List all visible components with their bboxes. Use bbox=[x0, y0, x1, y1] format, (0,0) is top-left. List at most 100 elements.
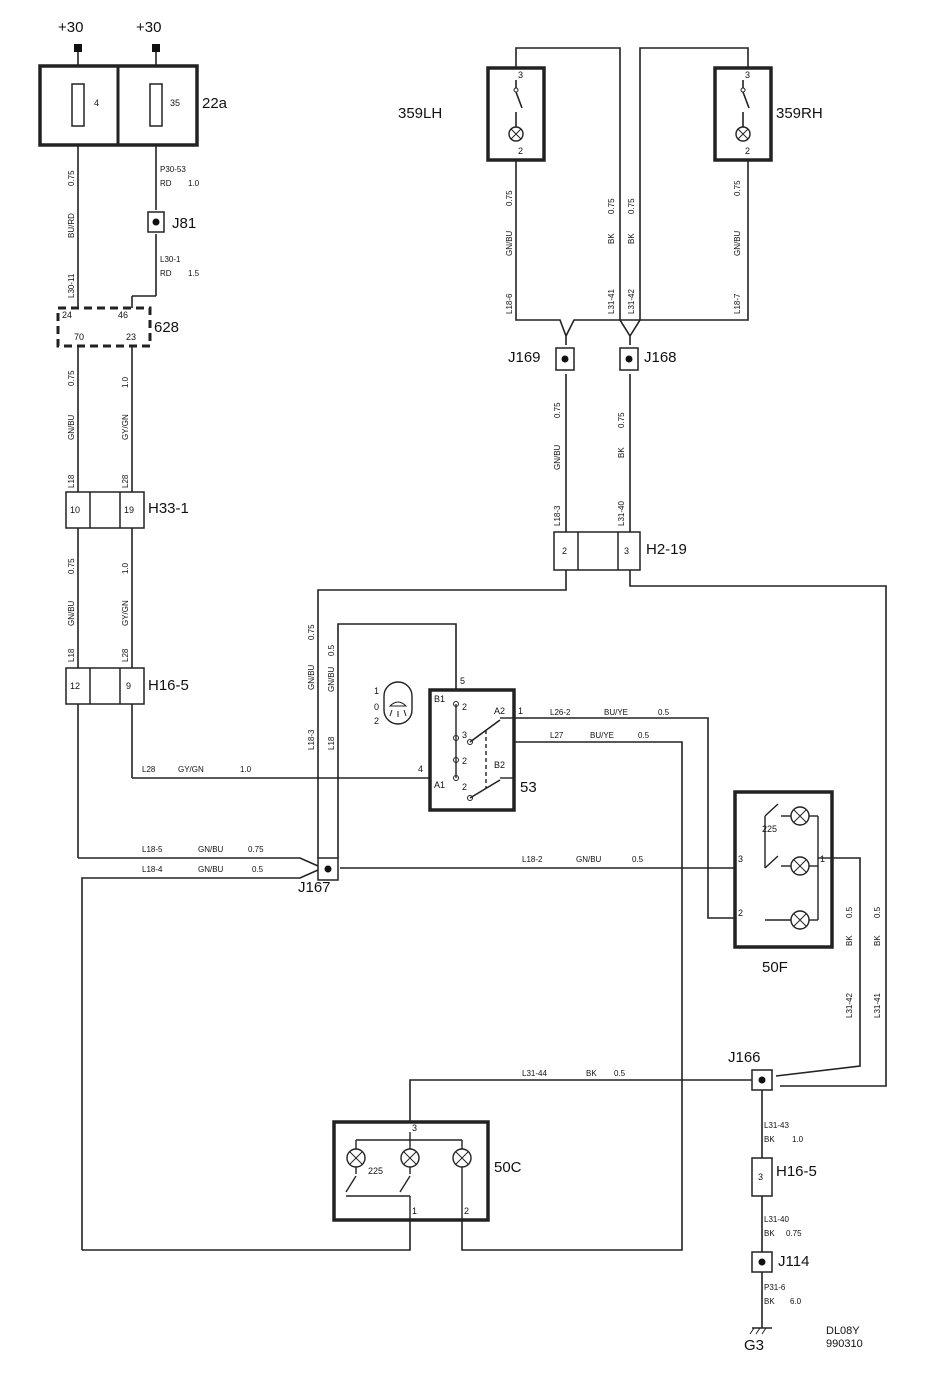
switch-53: 1 0 2 2 3 2 2 5 1 4 B1 A2 B2 A1 53 bbox=[374, 676, 537, 812]
wire-label: L18-4 bbox=[142, 865, 163, 874]
svg-text:B2: B2 bbox=[494, 760, 505, 770]
wire-label: 0.75 bbox=[505, 190, 514, 206]
svg-text:A1: A1 bbox=[434, 780, 445, 790]
junction-j114: J114 bbox=[751, 1251, 809, 1273]
wire-label: 0.5 bbox=[614, 1069, 626, 1078]
svg-text:2: 2 bbox=[738, 908, 743, 918]
svg-text:J81: J81 bbox=[172, 215, 196, 232]
wire-label: 1.0 bbox=[188, 179, 200, 188]
wire-label: L18-3 bbox=[307, 729, 316, 750]
svg-text:G3: G3 bbox=[744, 1337, 764, 1354]
wire-label: 0.75 bbox=[67, 370, 76, 386]
svg-text:19: 19 bbox=[124, 505, 134, 515]
wire-label: GN/BU bbox=[198, 845, 224, 854]
light-switch-icon bbox=[383, 681, 413, 725]
svg-text:3: 3 bbox=[758, 1172, 763, 1182]
fuse-35-icon bbox=[149, 83, 163, 127]
svg-text:J114: J114 bbox=[778, 1253, 809, 1270]
wire-label: GN/BU bbox=[67, 600, 76, 626]
svg-text:3: 3 bbox=[462, 730, 467, 740]
svg-text:0: 0 bbox=[374, 702, 379, 712]
wire-label: GN/BU bbox=[327, 666, 336, 692]
svg-text:1: 1 bbox=[518, 706, 523, 716]
wire-label: L18-7 bbox=[733, 293, 742, 314]
fuse-4-label: 4 bbox=[94, 98, 99, 108]
svg-text:2: 2 bbox=[462, 702, 467, 712]
wire-label: GN/BU bbox=[576, 855, 602, 864]
svg-text:2: 2 bbox=[374, 716, 379, 726]
wire-label: BK bbox=[764, 1135, 775, 1144]
svg-text:50C: 50C bbox=[494, 1159, 522, 1176]
wire-label: BK bbox=[607, 233, 616, 244]
svg-text:3: 3 bbox=[624, 546, 629, 556]
wire-label: L31-41 bbox=[873, 993, 882, 1018]
svg-text:2: 2 bbox=[745, 146, 750, 156]
wire-label: GN/BU bbox=[67, 414, 76, 440]
svg-text:359RH: 359RH bbox=[776, 105, 823, 122]
wire-label: L26-2 bbox=[550, 708, 571, 717]
wire-label: GN/BU bbox=[307, 664, 316, 690]
wire-label: L27 bbox=[550, 731, 564, 740]
junction-j168: J168 bbox=[619, 347, 677, 371]
svg-text:J169: J169 bbox=[508, 349, 541, 366]
wire-label: L31-40 bbox=[617, 501, 626, 526]
svg-text:1: 1 bbox=[412, 1206, 417, 1216]
wire-label: BU/RD bbox=[67, 213, 76, 238]
wire-label: BK bbox=[627, 233, 636, 244]
svg-text:3: 3 bbox=[518, 70, 523, 80]
wire-label: L31-42 bbox=[845, 993, 854, 1018]
wire-label: GN/BU bbox=[505, 230, 514, 256]
svg-text:10: 10 bbox=[70, 505, 80, 515]
svg-text:H16-5: H16-5 bbox=[776, 1163, 817, 1180]
svg-text:24: 24 bbox=[62, 310, 72, 320]
wire-label: BK bbox=[845, 935, 854, 946]
supply-left: +30 bbox=[58, 19, 83, 52]
wire-label: 0.75 bbox=[67, 170, 76, 186]
wire-label: 0.75 bbox=[307, 624, 316, 640]
wire-label: L18 bbox=[67, 474, 76, 488]
wire-label: P31-6 bbox=[764, 1283, 786, 1292]
supply-left-label: +30 bbox=[58, 19, 83, 36]
wire-label: 0.5 bbox=[327, 644, 336, 656]
svg-text:J168: J168 bbox=[644, 349, 677, 366]
svg-text:225: 225 bbox=[762, 824, 777, 834]
wire-label: L31-40 bbox=[764, 1215, 789, 1224]
svg-text:359LH: 359LH bbox=[398, 105, 442, 122]
wire-label: L31-42 bbox=[627, 289, 636, 314]
svg-text:H33-1: H33-1 bbox=[148, 500, 189, 517]
svg-text:53: 53 bbox=[520, 779, 537, 796]
svg-text:70: 70 bbox=[74, 332, 84, 342]
svg-text:1: 1 bbox=[374, 686, 379, 696]
svg-text:9: 9 bbox=[126, 681, 131, 691]
wire-label: BU/YE bbox=[604, 708, 628, 717]
wire-label: 1.0 bbox=[792, 1135, 804, 1144]
wire-label: 0.5 bbox=[873, 906, 882, 918]
svg-text:H16-5: H16-5 bbox=[148, 677, 189, 694]
svg-text:12: 12 bbox=[70, 681, 80, 691]
junction-j169: J169 bbox=[508, 347, 575, 371]
wire-label: BU/YE bbox=[590, 731, 614, 740]
svg-text:46: 46 bbox=[118, 310, 128, 320]
wire-label: GY/GN bbox=[121, 414, 130, 440]
lamp-359lh: 3 2 359LH bbox=[398, 66, 546, 162]
svg-text:2: 2 bbox=[562, 546, 567, 556]
wire-label: L28 bbox=[121, 648, 130, 662]
svg-text:225: 225 bbox=[368, 1166, 383, 1176]
junction-j166: J166 bbox=[728, 1049, 773, 1091]
svg-text:3: 3 bbox=[745, 70, 750, 80]
svg-text:J166: J166 bbox=[728, 1049, 761, 1066]
connector-h16-5-top: 12 9 H16-5 bbox=[65, 667, 189, 705]
svg-text:23: 23 bbox=[126, 332, 136, 342]
connector-h16-5-bottom: 3 H16-5 bbox=[751, 1157, 817, 1197]
wire-label: L18-2 bbox=[522, 855, 543, 864]
connector-628: 24 46 70 23 628 bbox=[56, 306, 179, 348]
wire-label: 0.75 bbox=[248, 845, 264, 854]
fuse-4-icon bbox=[71, 83, 85, 127]
wire-label: 0.5 bbox=[252, 865, 264, 874]
ground-g3: G3 bbox=[744, 1327, 772, 1354]
wire-label: BK bbox=[586, 1069, 597, 1078]
fuse-35-label: 35 bbox=[170, 98, 180, 108]
wire-label: L28 bbox=[121, 474, 130, 488]
wires bbox=[77, 47, 887, 1328]
